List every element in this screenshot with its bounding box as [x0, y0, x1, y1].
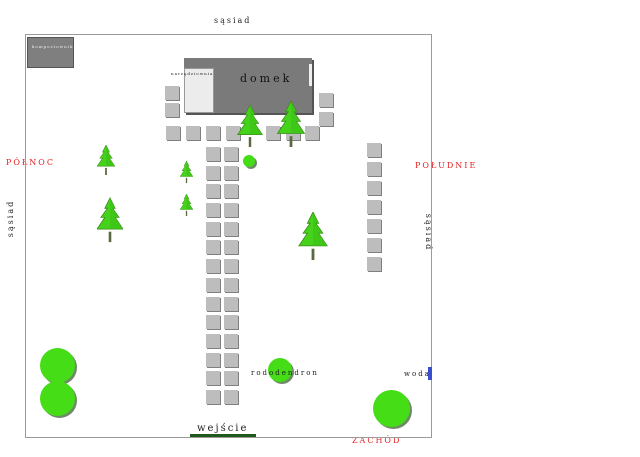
paving-tile-icon	[206, 278, 220, 292]
shrub-circle-icon	[40, 381, 75, 416]
west-label: ZACHÓD	[352, 436, 402, 445]
paving-tile-icon	[367, 181, 381, 195]
south-label: POŁUDNIE	[415, 161, 478, 170]
garden-plot	[25, 34, 432, 438]
rhododendron-label: rododendron	[251, 369, 319, 377]
paving-tile-icon	[224, 390, 238, 404]
paving-tile-icon	[367, 200, 381, 214]
paving-tile-icon	[206, 203, 220, 217]
paving-tile-icon	[206, 371, 220, 385]
conifer-tree-icon	[277, 101, 305, 147]
conifer-tree-icon	[180, 160, 193, 184]
house-window	[309, 64, 312, 86]
paving-tile-icon	[319, 93, 333, 107]
paving-tile-icon	[319, 112, 333, 126]
north-label: PÓŁNOC	[6, 158, 55, 167]
paving-tile-icon	[206, 240, 220, 254]
compost-label: kompostownik	[32, 44, 74, 49]
paving-tile-icon	[224, 203, 238, 217]
paving-tile-icon	[224, 315, 238, 329]
conifer-tree-icon	[298, 212, 328, 260]
paving-tile-icon	[367, 257, 381, 271]
entrance-label: wejście	[197, 423, 249, 434]
paving-tile-icon	[224, 353, 238, 367]
paving-tile-icon	[224, 371, 238, 385]
paving-tile-icon	[206, 334, 220, 348]
paving-tile-icon	[224, 166, 238, 180]
paving-tile-icon	[224, 222, 238, 236]
toolshed-label: narzędziownia	[171, 71, 214, 76]
paving-tile-icon	[206, 126, 220, 140]
paving-tile-icon	[224, 240, 238, 254]
paving-tile-icon	[186, 126, 200, 140]
conifer-tree-icon	[97, 197, 123, 243]
paving-tile-icon	[367, 238, 381, 252]
paving-tile-icon	[224, 259, 238, 273]
paving-tile-icon	[206, 222, 220, 236]
paving-tile-icon	[165, 103, 179, 117]
water-tap	[428, 367, 432, 380]
paving-tile-icon	[367, 219, 381, 233]
conifer-tree-icon	[237, 105, 263, 147]
paving-tile-icon	[224, 147, 238, 161]
paving-tile-icon	[266, 126, 280, 140]
shrub-circle-icon	[40, 348, 75, 383]
paving-tile-icon	[305, 126, 319, 140]
paving-tile-icon	[224, 278, 238, 292]
paving-tile-icon	[206, 297, 220, 311]
paving-tile-icon	[166, 126, 180, 140]
conifer-tree-icon	[97, 145, 115, 175]
toolshed	[184, 68, 214, 113]
compost-box: kompostownik	[27, 37, 74, 68]
paving-tile-icon	[165, 86, 179, 100]
paving-tile-icon	[206, 147, 220, 161]
paving-tile-icon	[226, 126, 240, 140]
shrub-circle-icon	[243, 155, 255, 167]
paving-tile-icon	[367, 162, 381, 176]
house-label: domek	[240, 72, 293, 85]
paving-tile-icon	[206, 353, 220, 367]
paving-tile-icon	[206, 184, 220, 198]
rhododendron-shrub	[268, 358, 292, 382]
paving-tile-icon	[224, 184, 238, 198]
paving-tile-icon	[206, 390, 220, 404]
conifer-tree-icon	[180, 193, 193, 217]
entrance-bar	[190, 434, 256, 437]
paving-tile-icon	[224, 334, 238, 348]
water-label: woda	[404, 370, 431, 378]
paving-tile-icon	[206, 259, 220, 273]
paving-tile-icon	[206, 315, 220, 329]
paving-tile-icon	[206, 166, 220, 180]
shrub-circle-icon	[373, 390, 410, 427]
paving-tile-icon	[367, 143, 381, 157]
paving-tile-icon	[224, 297, 238, 311]
left-neighbor-label: sąsiad	[6, 199, 16, 238]
top-neighbor-label: sąsiad	[214, 16, 252, 25]
